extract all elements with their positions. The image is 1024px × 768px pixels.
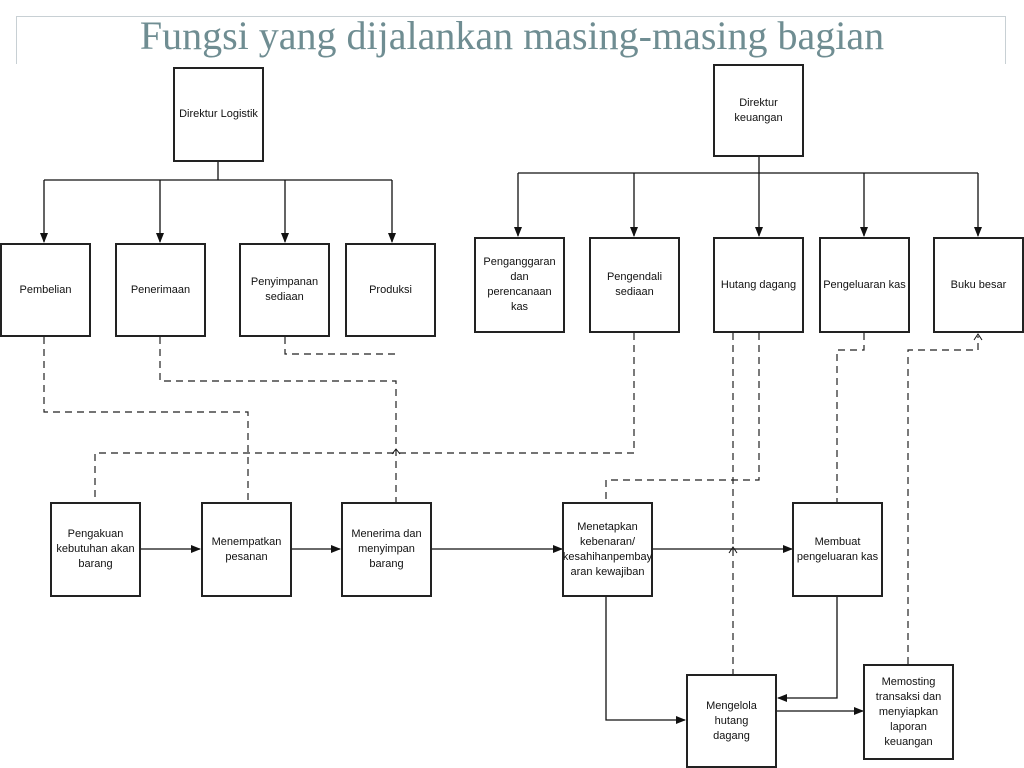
pengendali-box: Pengendali sediaan — [589, 237, 680, 333]
penyimpanan-box: Penyimpanan sediaan — [239, 243, 330, 337]
menerima-label: Menerima dan menyimpan barang — [351, 528, 422, 570]
pengakuan-box: Pengakuan kebutuhan akan barang — [50, 502, 141, 597]
direktur-keuangan-box: Direktur keuangan — [713, 64, 804, 157]
pengakuan-label: Pengakuan kebutuhan akan barang — [56, 528, 135, 570]
menerima-box: Menerima dan menyimpan barang — [341, 502, 432, 597]
penganggaran-box: Penganggaran dan perencanaan kas — [474, 237, 565, 333]
pengeluaran-kas-label: Pengeluaran kas — [823, 278, 906, 291]
mengelola-box: Mengelola hutang dagang — [686, 674, 777, 768]
buku-besar-label: Buku besar — [950, 278, 1007, 291]
menetapkan-label: Menetapkan kebenaran/ kesahihanpembay ar… — [562, 520, 653, 578]
pembelian-label: Pembelian — [19, 283, 72, 296]
pengendali-label: Pengendali sediaan — [606, 271, 663, 298]
hutang-dagang-label: Hutang dagang — [720, 278, 797, 291]
penganggaran-label: Penganggaran dan perencanaan kas — [483, 256, 556, 313]
membuat-box: Membuat pengeluaran kas — [792, 502, 883, 597]
pengeluaran-kas-box: Pengeluaran kas — [819, 237, 910, 333]
menetapkan-box: Menetapkan kebenaran/ kesahihanpembay ar… — [562, 502, 653, 597]
page-title: Fungsi yang dijalankan masing-masing bag… — [139, 13, 885, 58]
memosting-box: Memosting transaksi dan menyiapkan lapor… — [863, 664, 954, 760]
direktur-logistik-box: Direktur Logistik — [173, 67, 264, 162]
pembelian-box: Pembelian — [0, 243, 91, 337]
menempatkan-label: Menempatkan pesanan — [211, 535, 282, 563]
direktur-logistik-label: Direktur Logistik — [179, 108, 258, 120]
mengelola-label: Mengelola hutang dagang — [706, 699, 757, 742]
menempatkan-box: Menempatkan pesanan — [201, 502, 292, 597]
memosting-label: Memosting transaksi dan menyiapkan lapor… — [875, 675, 942, 748]
penerimaan-label: Penerimaan — [130, 283, 191, 296]
penyimpanan-label: Penyimpanan sediaan — [250, 276, 319, 303]
penerimaan-box: Penerimaan — [115, 243, 206, 337]
produksi-label: Produksi — [369, 283, 412, 296]
produksi-box: Produksi — [345, 243, 436, 337]
direktur-keuangan-label: Direktur keuangan — [734, 96, 783, 124]
title-frame — [16, 16, 1006, 64]
hutang-dagang-box: Hutang dagang — [713, 237, 804, 333]
membuat-label: Membuat pengeluaran kas — [796, 535, 879, 563]
buku-besar-box: Buku besar — [933, 237, 1024, 333]
